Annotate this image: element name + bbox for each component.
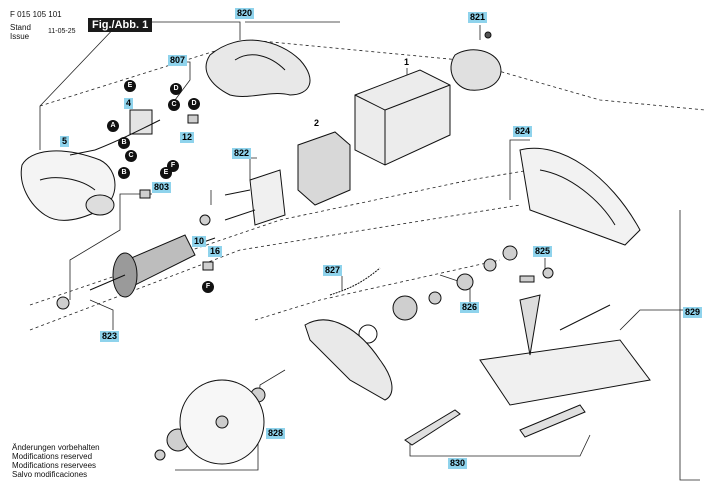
label-825: 825 (533, 246, 553, 257)
armature (89, 234, 216, 298)
label-823: 823 (100, 331, 120, 342)
saw-blade (179, 379, 265, 465)
label-820: 820 (235, 8, 255, 19)
guard-spring (329, 267, 381, 296)
label-4: 4 (124, 98, 134, 109)
label-829: 829 (683, 307, 703, 318)
callout-d-2: D (188, 98, 200, 110)
note-french: Modifications reservees (12, 461, 97, 470)
issue-label: Issue (10, 32, 30, 41)
label-2: 2 (314, 118, 320, 128)
label-803: 803 (152, 182, 172, 193)
label-830: 830 (448, 458, 468, 469)
label-828: 828 (266, 428, 286, 439)
callout-f-2: F (202, 281, 214, 293)
callout-b-1: B (118, 137, 130, 149)
label-824: 824 (513, 126, 533, 137)
small-parts (56, 114, 554, 461)
part-number: F 015 105 101 (10, 10, 62, 19)
field-stator (297, 131, 351, 206)
fan-baffle (224, 169, 286, 226)
callout-b-2: B (118, 167, 130, 179)
label-1: 1 (404, 57, 410, 67)
callout-e-2: E (160, 167, 172, 179)
rip-fence (404, 404, 586, 446)
lower-blade-guard (304, 319, 393, 401)
upper-blade-guard (519, 147, 641, 246)
label-12: 12 (180, 132, 195, 143)
label-807: 807 (168, 55, 188, 66)
end-cap (450, 31, 502, 91)
callout-d-1: D (170, 83, 182, 95)
note-spanish: Salvo modificaciones (12, 470, 88, 479)
label-821: 821 (468, 12, 488, 23)
callout-c-1: C (168, 99, 180, 111)
note-english: Modifications reserved (12, 452, 93, 461)
label-5: 5 (60, 136, 70, 147)
brush-holder (69, 109, 161, 156)
label-822: 822 (232, 148, 252, 159)
callout-e-1: E (124, 80, 136, 92)
callout-a-1: A (107, 120, 119, 132)
issue-date: 11-05-25 (48, 28, 76, 35)
label-10: 10 (192, 236, 207, 247)
motor-housing (354, 69, 451, 166)
modification-notes: Änderungen vorbehalten Modifications res… (12, 443, 100, 479)
handle-cover (205, 39, 311, 97)
rear-handle (20, 150, 116, 221)
note-german: Änderungen vorbehalten (12, 443, 100, 452)
stand-label: Stand (10, 23, 31, 32)
base-plate (479, 294, 651, 406)
callout-c-2: C (125, 150, 137, 162)
label-826: 826 (460, 302, 480, 313)
figure-tag: Fig./Abb. 1 (88, 18, 153, 32)
label-16: 16 (208, 246, 223, 257)
label-827: 827 (323, 265, 343, 276)
